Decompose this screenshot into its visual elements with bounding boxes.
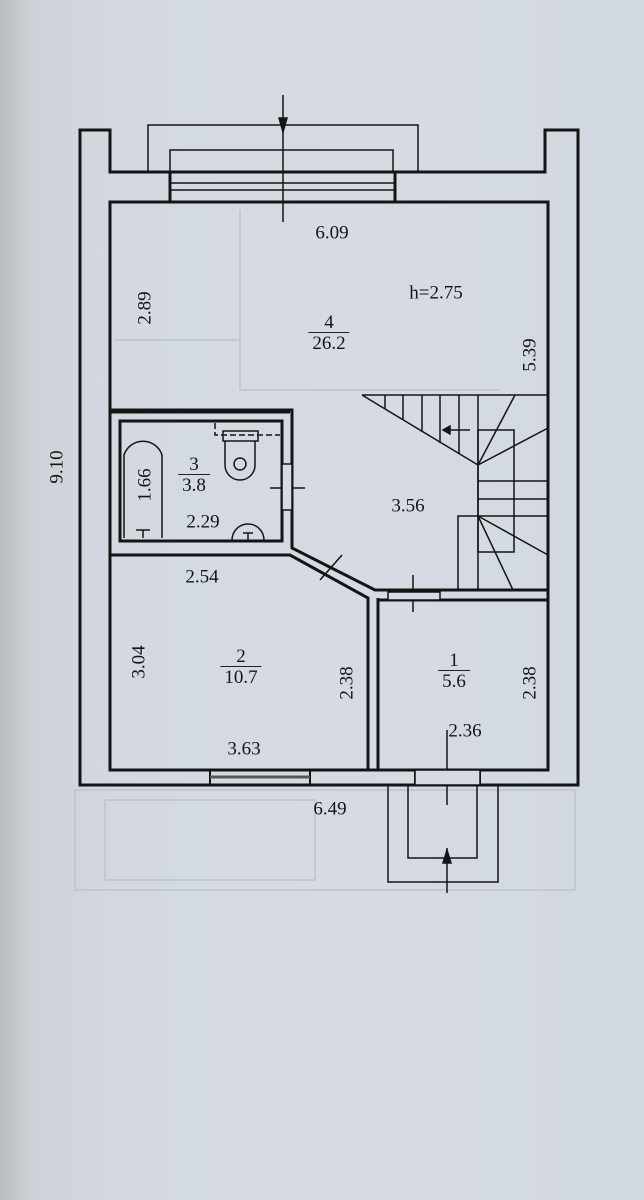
room-area: 3.8	[178, 474, 210, 495]
balcony-top	[147, 95, 419, 222]
room-1-dim-bottom: 2.36	[448, 720, 482, 742]
room-4-dim-hall: 3.56	[391, 495, 425, 517]
room-2-dim-top: 2.54	[185, 566, 219, 588]
room-number: 4	[324, 312, 334, 333]
toilet-tank-icon	[222, 430, 259, 442]
room-4-tag: 4 26.2	[308, 312, 350, 353]
sink-icon	[231, 523, 265, 541]
ceiling-height: h=2.75	[409, 282, 463, 304]
dim-overall-height: 9.10	[46, 450, 68, 484]
room-4-dim-right: 5.39	[519, 338, 541, 372]
room-area: 10.7	[220, 666, 262, 687]
ghost-lines	[74, 210, 576, 891]
room-2-tag: 2 10.7	[220, 646, 262, 687]
room-3-dim-tub: 1.66	[134, 468, 156, 502]
room-number: 1	[449, 650, 459, 671]
toilet-icon	[224, 441, 256, 481]
room-1-dim-right: 2.38	[519, 666, 541, 700]
room-3-tag: 3 3.8	[178, 455, 210, 495]
room-1-tag: 1 5.6	[438, 651, 470, 691]
entrance-porch	[387, 730, 499, 893]
dim-bottom-width: 6.49	[313, 798, 347, 820]
room-2-dim-bottom: 3.63	[227, 738, 261, 760]
room-area: 26.2	[308, 332, 350, 353]
room-4-dim-left: 2.89	[134, 291, 156, 325]
room-3-dim-width: 2.29	[186, 511, 220, 533]
room-2-dim-right: 2.38	[336, 666, 358, 700]
room-2-dim-left: 3.04	[128, 645, 150, 679]
room-number: 2	[236, 646, 246, 667]
room-area: 5.6	[438, 670, 470, 691]
bathroom-fixtures	[123, 423, 280, 541]
bathtub-icon	[123, 440, 163, 538]
staircase	[361, 394, 549, 591]
dim-top-width: 6.09	[315, 222, 349, 244]
room-number: 3	[189, 454, 199, 475]
door-marks	[270, 463, 481, 786]
